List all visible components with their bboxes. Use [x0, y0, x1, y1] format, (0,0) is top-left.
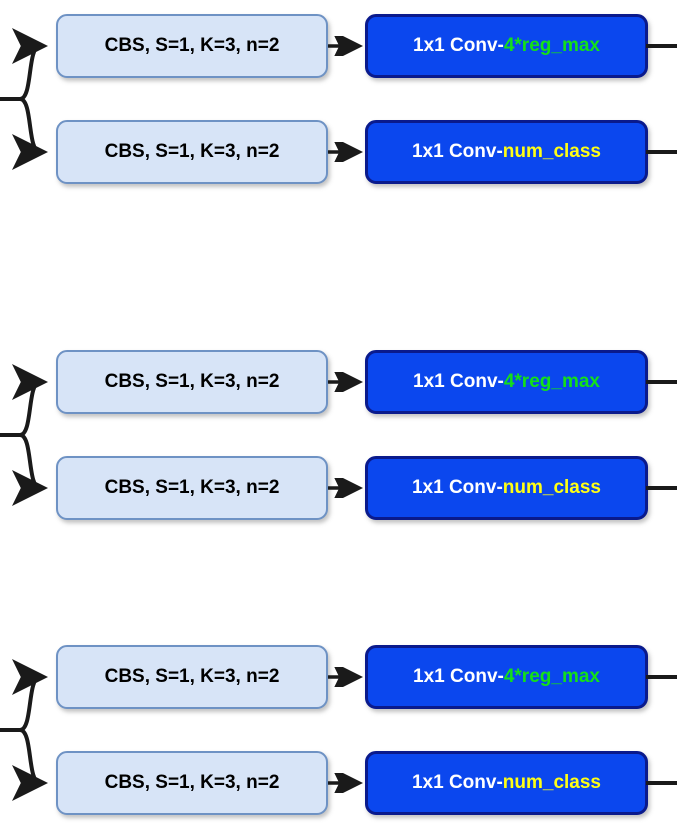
conv-prefix-text: 1x1 Conv- — [413, 371, 504, 392]
cbs-block[interactable]: CBS, S=1, K=3, n=2 — [56, 751, 328, 815]
cbs-label: CBS, S=1, K=3, n=2 — [104, 141, 280, 162]
cbs-label: CBS, S=1, K=3, n=2 — [104, 477, 280, 498]
conv-block-reg[interactable]: 1x1 Conv-4*reg_max — [365, 14, 648, 78]
conv-output-line — [646, 44, 677, 48]
classification-branch-row-3: CBS, S=1, K=3, n=2 1x1 Conv-num_class — [0, 751, 677, 815]
regression-branch-row-2: CBS, S=1, K=3, n=2 1x1 Conv-4*reg_max — [0, 350, 677, 414]
conv-accent-text: num_class — [502, 772, 602, 793]
conv-block-reg[interactable]: 1x1 Conv-4*reg_max — [365, 350, 648, 414]
cbs-to-conv-arrow — [328, 773, 363, 793]
conv-prefix-text: 1x1 Conv- — [411, 141, 503, 162]
conv-output-line — [646, 150, 677, 154]
cbs-label: CBS, S=1, K=3, n=2 — [104, 371, 280, 392]
cbs-block[interactable]: CBS, S=1, K=3, n=2 — [56, 645, 328, 709]
conv-output-line — [646, 380, 677, 384]
head-group-1: CBS, S=1, K=3, n=2 1x1 Conv-4*reg_max CB… — [0, 14, 677, 184]
conv-block-cls[interactable]: 1x1 Conv-num_class — [365, 120, 648, 184]
conv-block-cls[interactable]: 1x1 Conv-num_class — [365, 456, 648, 520]
conv-prefix-text: 1x1 Conv- — [411, 772, 503, 793]
head-group-3: CBS, S=1, K=3, n=2 1x1 Conv-4*reg_max CB… — [0, 645, 677, 815]
head-group-2: CBS, S=1, K=3, n=2 1x1 Conv-4*reg_max CB… — [0, 350, 677, 520]
cbs-to-conv-arrow — [328, 142, 363, 162]
cbs-block[interactable]: CBS, S=1, K=3, n=2 — [56, 120, 328, 184]
cbs-block[interactable]: CBS, S=1, K=3, n=2 — [56, 14, 328, 78]
cbs-to-conv-arrow — [328, 478, 363, 498]
conv-output-line — [646, 675, 677, 679]
conv-label: 1x1 Conv-4*reg_max — [413, 35, 600, 57]
cbs-label: CBS, S=1, K=3, n=2 — [104, 35, 280, 56]
classification-branch-row-2: CBS, S=1, K=3, n=2 1x1 Conv-num_class — [0, 456, 677, 520]
conv-label: 1x1 Conv-4*reg_max — [413, 666, 600, 688]
conv-label: 1x1 Conv-4*reg_max — [413, 371, 600, 393]
conv-prefix-text: 1x1 Conv- — [413, 666, 504, 687]
cbs-to-conv-arrow — [328, 372, 363, 392]
classification-branch-row-1: CBS, S=1, K=3, n=2 1x1 Conv-num_class — [0, 120, 677, 184]
conv-block-reg[interactable]: 1x1 Conv-4*reg_max — [365, 645, 648, 709]
conv-label: 1x1 Conv-num_class — [412, 141, 601, 163]
cbs-to-conv-arrow — [328, 667, 363, 687]
conv-accent-text: 4*reg_max — [503, 371, 600, 392]
conv-prefix-text: 1x1 Conv- — [411, 477, 503, 498]
regression-branch-row-3: CBS, S=1, K=3, n=2 1x1 Conv-4*reg_max — [0, 645, 677, 709]
cbs-block[interactable]: CBS, S=1, K=3, n=2 — [56, 456, 328, 520]
cbs-label: CBS, S=1, K=3, n=2 — [104, 666, 280, 687]
conv-accent-text: 4*reg_max — [503, 666, 600, 687]
conv-accent-text: num_class — [502, 141, 602, 162]
conv-label: 1x1 Conv-num_class — [412, 477, 601, 499]
conv-output-line — [646, 486, 677, 490]
cbs-to-conv-arrow — [328, 36, 363, 56]
conv-label: 1x1 Conv-num_class — [412, 772, 601, 794]
cbs-block[interactable]: CBS, S=1, K=3, n=2 — [56, 350, 328, 414]
conv-prefix-text: 1x1 Conv- — [413, 35, 504, 56]
conv-block-cls[interactable]: 1x1 Conv-num_class — [365, 751, 648, 815]
cbs-label: CBS, S=1, K=3, n=2 — [104, 772, 280, 793]
regression-branch-row-1: CBS, S=1, K=3, n=2 1x1 Conv-4*reg_max — [0, 14, 677, 78]
conv-accent-text: num_class — [502, 477, 602, 498]
conv-output-line — [646, 781, 677, 785]
conv-accent-text: 4*reg_max — [503, 35, 600, 56]
